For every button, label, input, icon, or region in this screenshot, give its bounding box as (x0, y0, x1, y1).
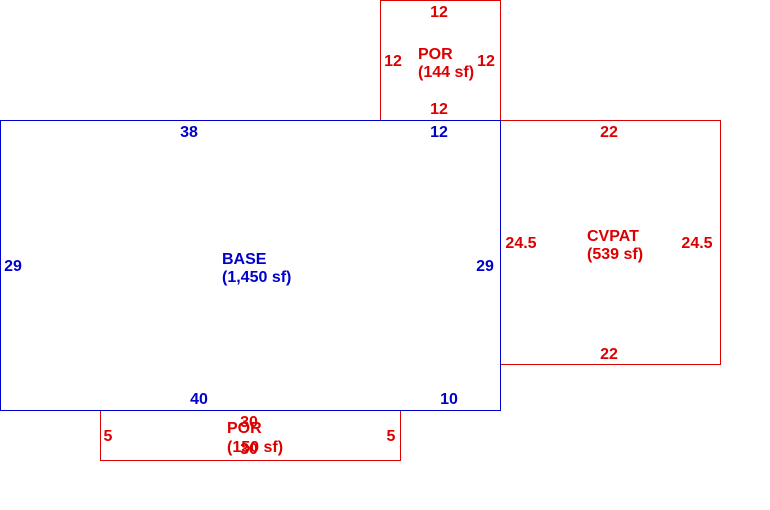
cvpat-dim-top: 22 (600, 124, 618, 141)
cvpat-name: CVPAT (587, 228, 639, 245)
base-dim-bottom-left: 40 (190, 391, 208, 408)
cvpat-dim-bottom: 22 (600, 346, 618, 363)
por-top-dim-top: 12 (430, 4, 448, 21)
base-area: (1,450 sf) (222, 269, 291, 286)
por-bottom-name: POR (227, 420, 262, 437)
por-bottom-dim-bottom: 30 (240, 441, 258, 458)
base-dim-top-right: 12 (430, 124, 448, 141)
por-top-dim-bottom: 12 (430, 101, 448, 118)
base-name: BASE (222, 251, 267, 268)
cvpat-dim-left: 24.5 (505, 235, 536, 252)
por-bottom-area: (150 sf) (227, 439, 283, 456)
cvpat-area: (539 sf) (587, 246, 643, 263)
base-dim-top-left: 38 (180, 124, 198, 141)
por-bottom-dim-right: 5 (387, 428, 396, 445)
por-top-area: (144 sf) (418, 64, 474, 81)
base-dim-bottom-right: 10 (440, 391, 458, 408)
cvpat-dim-right: 24.5 (681, 235, 712, 252)
por-top-dim-right: 12 (477, 53, 495, 70)
base-outline (0, 120, 501, 411)
por-top-dim-left: 12 (384, 53, 402, 70)
por-bottom-dim-top: 30 (240, 414, 258, 431)
base-dim-left: 29 (4, 258, 22, 275)
base-dim-right: 29 (476, 258, 494, 275)
por-bottom-dim-left: 5 (104, 428, 113, 445)
por-top-name: POR (418, 46, 453, 63)
